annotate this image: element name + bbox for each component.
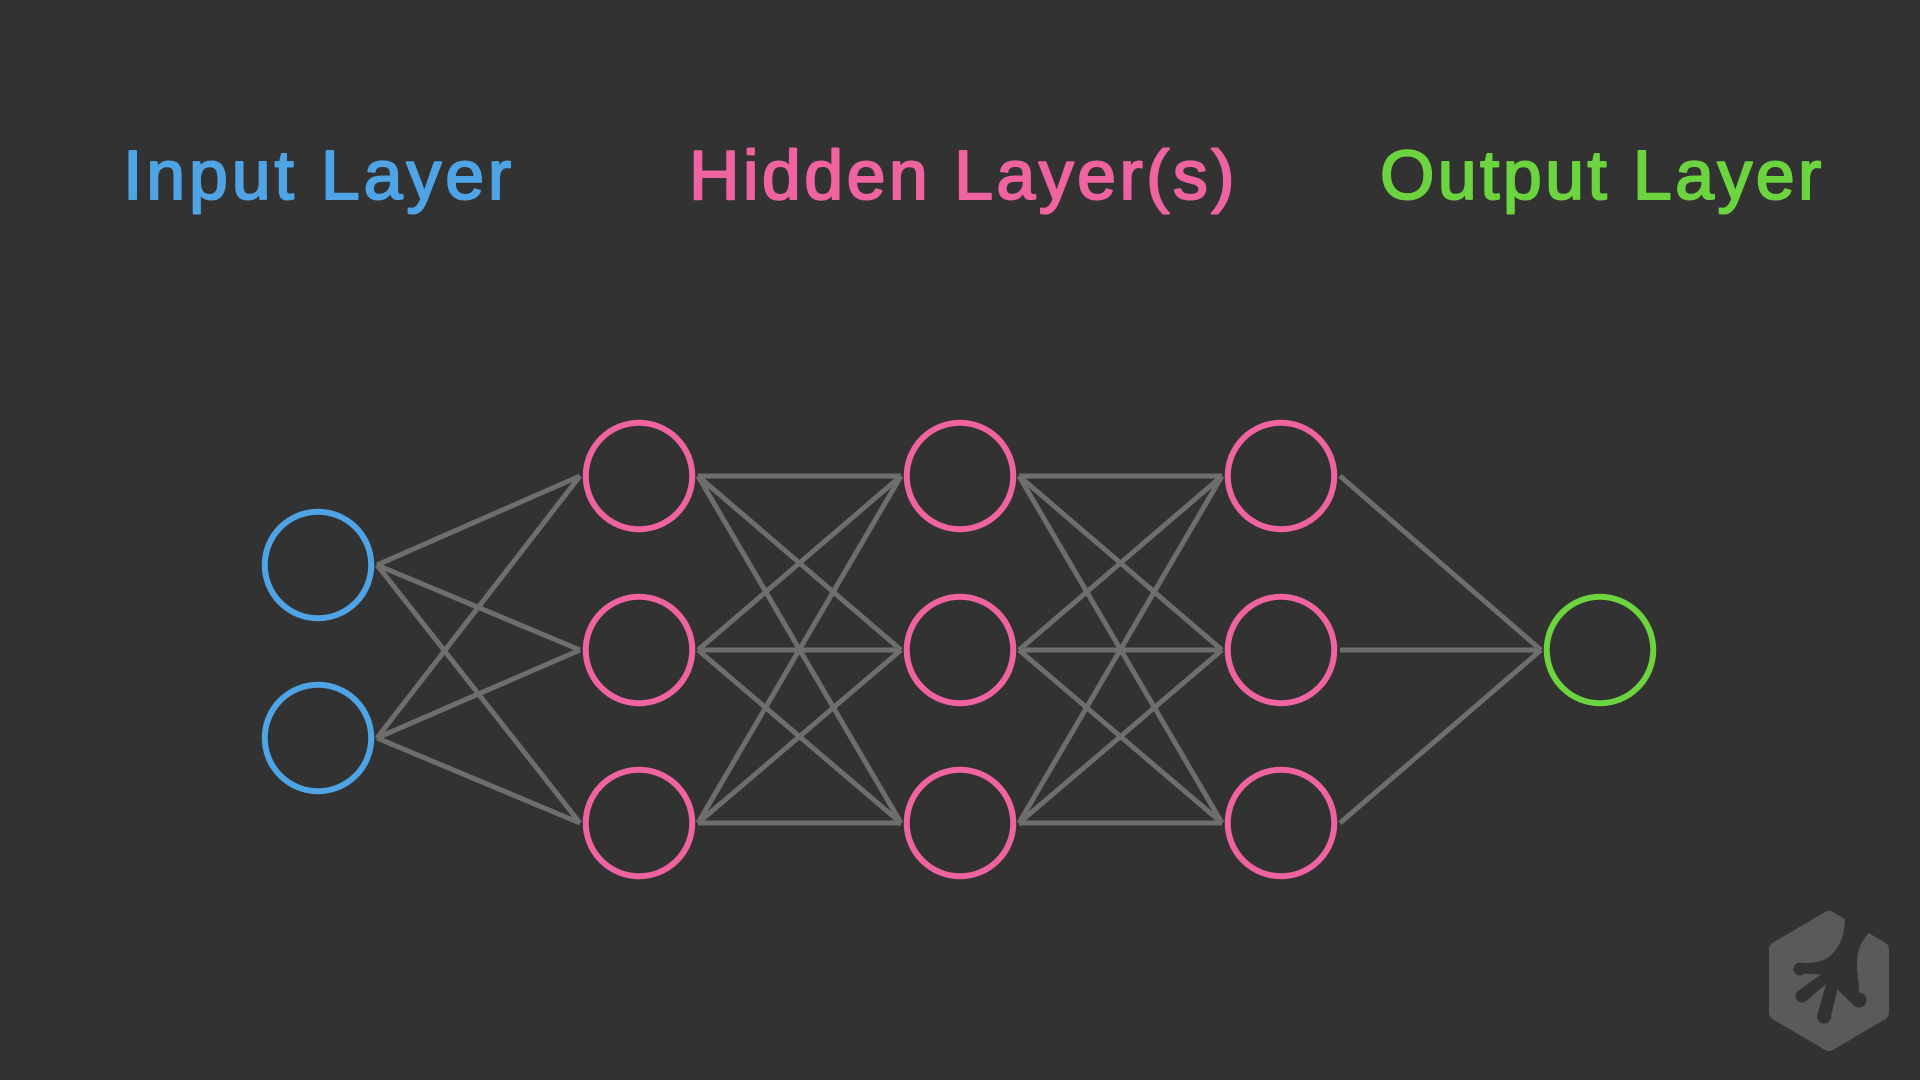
svg-text:Input Layer: Input Layer: [123, 136, 515, 214]
svg-text:Hidden Layer(s): Hidden Layer(s): [689, 136, 1238, 214]
svg-text:Output Layer: Output Layer: [1380, 136, 1825, 214]
